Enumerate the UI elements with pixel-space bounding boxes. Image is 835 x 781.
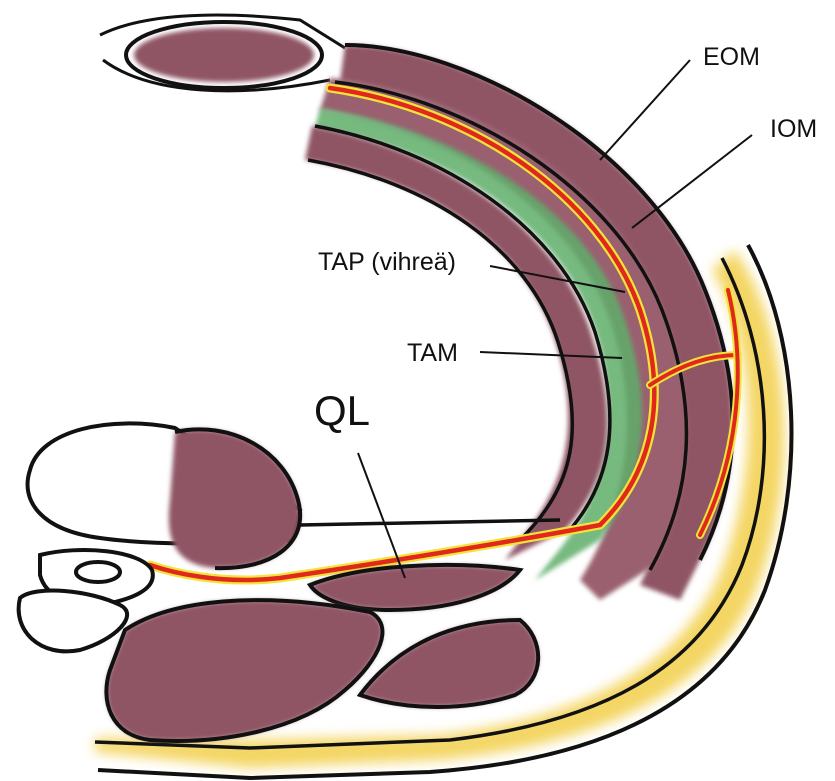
label-tap: TAP (vihreä) (318, 248, 456, 276)
erector-spinae (106, 600, 538, 741)
rectus-muscle (100, 15, 345, 91)
label-iom: IOM (770, 115, 817, 143)
label-tam: TAM (407, 339, 458, 367)
label-eom: EOM (703, 43, 760, 71)
label-ql: QL (314, 387, 370, 434)
